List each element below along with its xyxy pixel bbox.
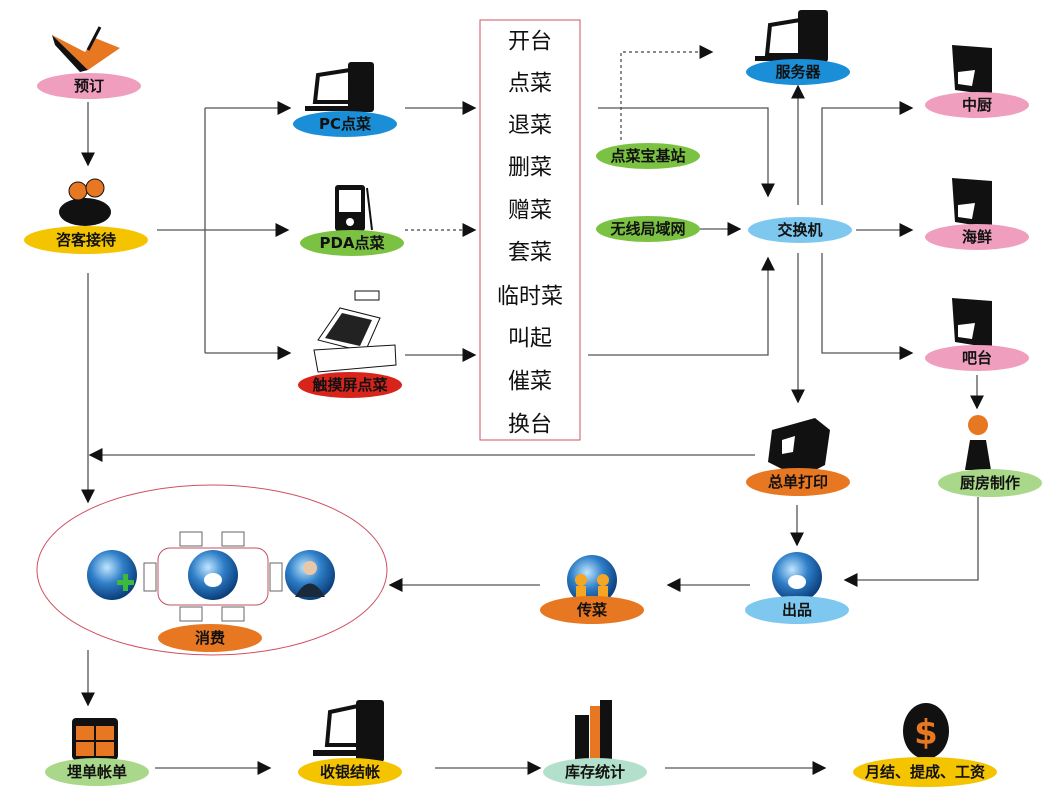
svg-text:PC点菜: PC点菜 [319, 115, 371, 133]
svg-text:总单打印: 总单打印 [768, 473, 828, 491]
svg-text:月结、提成、工资: 月结、提成、工资 [864, 763, 985, 781]
node-checkout: 收银结帐 [298, 758, 402, 786]
svg-text:PDA点菜: PDA点菜 [319, 234, 384, 252]
op-call-up: 叫起 [508, 327, 552, 352]
node-dish-out: 出品 [745, 596, 849, 624]
svg-text:埋单帐单: 埋单帐单 [67, 763, 127, 781]
cashier-pc-icon [313, 700, 384, 762]
node-touch-order: 触摸屏点菜 [298, 372, 402, 398]
svg-text:无线局域网: 无线局域网 [609, 220, 685, 238]
node-switch: 交换机 [748, 217, 852, 243]
node-serve: 传菜 [540, 596, 644, 624]
svg-text:服务器: 服务器 [775, 63, 821, 81]
dish-out-icon [772, 552, 822, 602]
dollar-icon: $ [903, 703, 949, 759]
serve-icon [567, 555, 617, 605]
svg-text:咨客接待: 咨客接待 [56, 231, 116, 249]
node-bill: 埋单帐单 [45, 758, 149, 786]
operations-box: 开台 点菜 退菜 删菜 赠菜 套菜 临时菜 叫起 催菜 换台 [479, 19, 581, 441]
node-reception: 咨客接待 [24, 226, 148, 254]
svg-text:库存统计: 库存统计 [565, 763, 625, 781]
svg-text:$: $ [914, 713, 938, 753]
op-delete: 删菜 [508, 156, 552, 181]
svg-text:出品: 出品 [782, 601, 812, 619]
summary-printer-icon [768, 418, 830, 478]
op-gift: 赠菜 [508, 199, 552, 224]
touch-pos-icon [313, 290, 397, 373]
add-customer-icon [87, 550, 137, 600]
node-seafood: 海鲜 [925, 224, 1029, 250]
svg-text:厨房制作: 厨房制作 [960, 474, 1020, 492]
op-temp-dish: 临时菜 [497, 285, 563, 310]
printer-icon [952, 178, 992, 228]
pc-icon [305, 62, 374, 112]
svg-text:点菜宝基站: 点菜宝基站 [610, 147, 685, 165]
pda-icon [335, 185, 373, 231]
op-return: 退菜 [508, 114, 552, 139]
node-pda-order: PDA点菜 [300, 230, 404, 256]
node-bar: 吧台 [925, 345, 1029, 371]
connectors [81, 45, 984, 775]
svg-text:触摸屏点菜: 触摸屏点菜 [312, 376, 387, 394]
booking-icon [52, 26, 120, 72]
node-wlan: 无线局域网 [596, 216, 700, 242]
node-consume: 消费 [158, 624, 262, 652]
svg-text:中厨: 中厨 [962, 96, 992, 114]
svg-text:收银结帐: 收银结帐 [320, 763, 380, 781]
node-monthly: 月结、提成、工资 [853, 757, 997, 787]
server-icon [755, 10, 828, 62]
chef-icon [965, 415, 991, 470]
svg-text:传菜: 传菜 [576, 601, 607, 619]
node-kitchen-prep: 厨房制作 [938, 469, 1042, 497]
node-pc-order: PC点菜 [293, 111, 397, 137]
svg-text:海鲜: 海鲜 [962, 228, 992, 246]
printer-icon [952, 45, 992, 95]
node-inventory: 库存统计 [543, 758, 647, 786]
op-rush: 催菜 [508, 370, 552, 395]
op-order: 点菜 [508, 72, 552, 97]
inventory-chart-icon [575, 700, 612, 760]
dining-area [36, 484, 388, 656]
node-server: 服务器 [746, 59, 850, 85]
op-change-table: 换台 [508, 413, 552, 438]
svg-text:交换机: 交换机 [777, 221, 822, 239]
node-summary-print: 总单打印 [746, 468, 850, 496]
svg-text:预订: 预订 [74, 77, 104, 95]
svg-text:消费: 消费 [195, 629, 225, 647]
node-base-station: 点菜宝基站 [596, 143, 700, 169]
node-main-kitchen: 中厨 [925, 92, 1029, 118]
printer-icon [952, 298, 992, 348]
customers-icon [59, 178, 111, 226]
node-booking: 预订 [37, 73, 141, 99]
op-set-meal: 套菜 [508, 241, 552, 266]
bill-icon [72, 718, 118, 760]
svg-text:吧台: 吧台 [962, 349, 992, 367]
op-open-table: 开台 [508, 30, 552, 55]
